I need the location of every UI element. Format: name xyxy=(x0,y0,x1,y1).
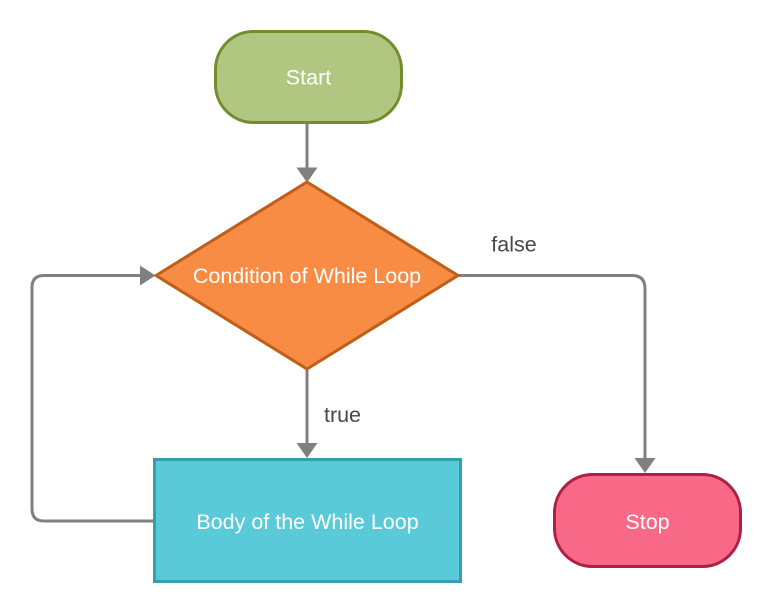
svg-text:true: true xyxy=(324,403,361,427)
svg-text:Stop: Stop xyxy=(625,510,669,534)
svg-text:Condition of While Loop: Condition of While Loop xyxy=(193,264,421,288)
svg-text:Body of the While Loop: Body of the While Loop xyxy=(196,510,418,534)
svg-text:false: false xyxy=(491,233,536,257)
svg-text:Start: Start xyxy=(286,66,331,90)
